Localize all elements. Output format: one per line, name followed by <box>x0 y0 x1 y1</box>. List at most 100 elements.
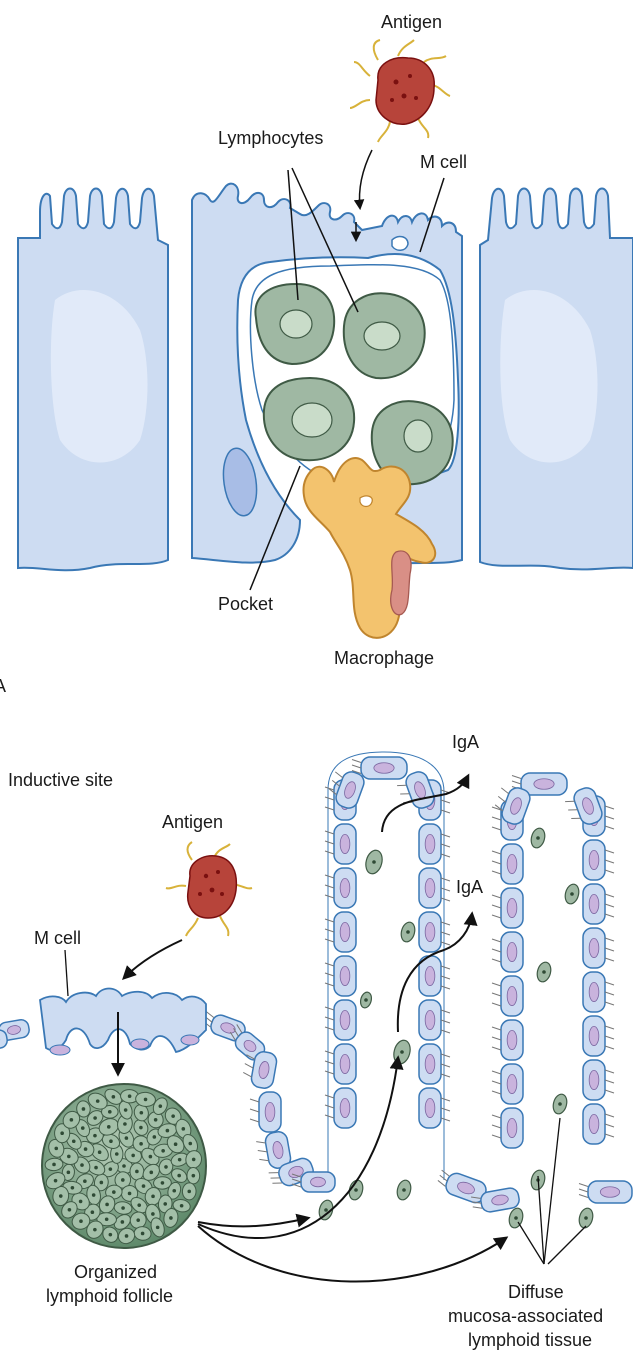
epithelial-cell <box>324 1043 357 1085</box>
epithelial-cell <box>582 883 615 925</box>
follicle-cell <box>52 1185 70 1207</box>
epithelial-cell <box>582 1103 615 1145</box>
epithelial-cell <box>582 839 615 881</box>
follicle-cell <box>86 1110 104 1126</box>
follicle-cell <box>101 1105 119 1119</box>
follicle-cell <box>157 1194 173 1214</box>
epithelial-cell <box>582 1059 615 1101</box>
epithelial-cell <box>418 911 451 953</box>
epithelial-cell <box>256 1131 292 1169</box>
follicle-cell <box>73 1156 91 1174</box>
lymphocyte-small <box>552 1093 568 1115</box>
follicle-cell <box>101 1161 119 1178</box>
label-m-cell-a: M cell <box>420 152 467 172</box>
epithelial-cell <box>578 1180 633 1204</box>
lymphocyte-small <box>564 883 580 905</box>
lymphocyte-small <box>318 1199 334 1221</box>
label-diffuse-line1: Diffuse <box>508 1282 564 1302</box>
follicle-cell <box>158 1158 174 1176</box>
follicle-cell <box>65 1132 82 1150</box>
lymphocyte-small <box>530 827 546 849</box>
label-macrophage: Macrophage <box>334 648 434 668</box>
follicle-cell <box>120 1185 139 1202</box>
epithelial-cell <box>291 1171 336 1193</box>
label-lymphocytes: Lymphocytes <box>218 128 323 148</box>
epithelial-cell <box>565 787 603 825</box>
epithelial-cell <box>328 771 365 809</box>
panel-b-arrows <box>64 773 587 1283</box>
epithelial-cell <box>582 971 615 1013</box>
follicle-cell <box>185 1150 203 1169</box>
epithelial-cell <box>491 975 524 1017</box>
epithelial-cell <box>324 823 357 865</box>
follicle-cell <box>104 1088 123 1105</box>
follicle-cell <box>61 1201 78 1219</box>
panel-letter-a: A <box>0 676 6 696</box>
epithelial-cell <box>249 1091 282 1133</box>
follicle-cell <box>59 1147 79 1166</box>
follicle-cell <box>48 1138 65 1158</box>
epithelial-cell <box>470 1187 520 1213</box>
follicle-cell <box>163 1208 179 1228</box>
follicle-cell <box>170 1152 189 1167</box>
follicle-cell <box>186 1166 201 1185</box>
follicle-cell <box>87 1092 108 1110</box>
right-epithelial-cell <box>479 187 633 571</box>
follicle-cell <box>150 1217 165 1238</box>
lymphocyte-small <box>508 1207 524 1229</box>
follicle-cell <box>129 1162 145 1181</box>
epithelial-cell <box>418 823 451 865</box>
lymphocyte-1 <box>254 282 336 366</box>
panel-b: Inductive site Antigen M cell IgA IgA Or… <box>0 732 633 1350</box>
follicle-cell <box>54 1123 71 1144</box>
follicle-cell <box>76 1100 91 1118</box>
lymphocyte-3 <box>262 376 356 462</box>
panel-a-leaders <box>249 149 445 591</box>
follicle-cell <box>142 1163 160 1181</box>
lymphocyte-small <box>536 961 552 983</box>
label-pocket: Pocket <box>218 594 273 614</box>
follicle-cell <box>167 1181 182 1200</box>
macrophage <box>302 457 437 639</box>
epithelial-cell <box>582 927 615 969</box>
follicle-cell <box>181 1182 197 1201</box>
epithelial-cell <box>418 955 451 997</box>
follicle-cell <box>153 1176 172 1190</box>
antigen-b <box>165 841 253 937</box>
label-follicle-line1: Organized <box>74 1262 157 1282</box>
epithelial-cell <box>324 911 357 953</box>
label-iga-2: IgA <box>456 877 483 897</box>
follicle-cell <box>120 1089 140 1104</box>
follicle-cell <box>132 1135 150 1153</box>
label-follicle-line2: lymphoid follicle <box>46 1286 173 1306</box>
follicle-cell <box>117 1227 136 1245</box>
follicle-cell <box>166 1135 185 1154</box>
epithelial-cell <box>324 955 357 997</box>
epithelial-cell <box>418 1043 451 1085</box>
follicle-cell <box>135 1091 156 1107</box>
organized-lymphoid-follicle <box>41 1083 207 1249</box>
epithelial-cell <box>491 1019 524 1061</box>
diffuse-lymphocytes <box>318 827 594 1229</box>
follicle-cell <box>98 1195 116 1214</box>
follicle-cell <box>147 1111 164 1129</box>
epithelial-cell <box>582 1015 615 1057</box>
lymphocyte-2 <box>342 292 426 380</box>
epithelial-cell <box>243 1051 278 1089</box>
follicle-cell <box>44 1157 64 1172</box>
epithelial-cell <box>494 787 531 825</box>
epithelial-cell <box>418 999 451 1041</box>
epithelial-cell-chain <box>0 756 633 1213</box>
follicle-cell <box>113 1214 131 1230</box>
label-m-cell-b: M cell <box>34 928 81 948</box>
label-inductive-site: Inductive site <box>8 770 113 790</box>
antigen-a <box>349 39 451 143</box>
follicle-cell <box>171 1168 188 1183</box>
villus-1 <box>327 751 445 1180</box>
lymphocyte-small <box>393 1039 411 1065</box>
epithelial-cell <box>397 771 435 809</box>
left-epithelial-cell <box>17 187 169 572</box>
follicle-cell <box>93 1173 109 1192</box>
epithelial-cell <box>324 1087 357 1129</box>
